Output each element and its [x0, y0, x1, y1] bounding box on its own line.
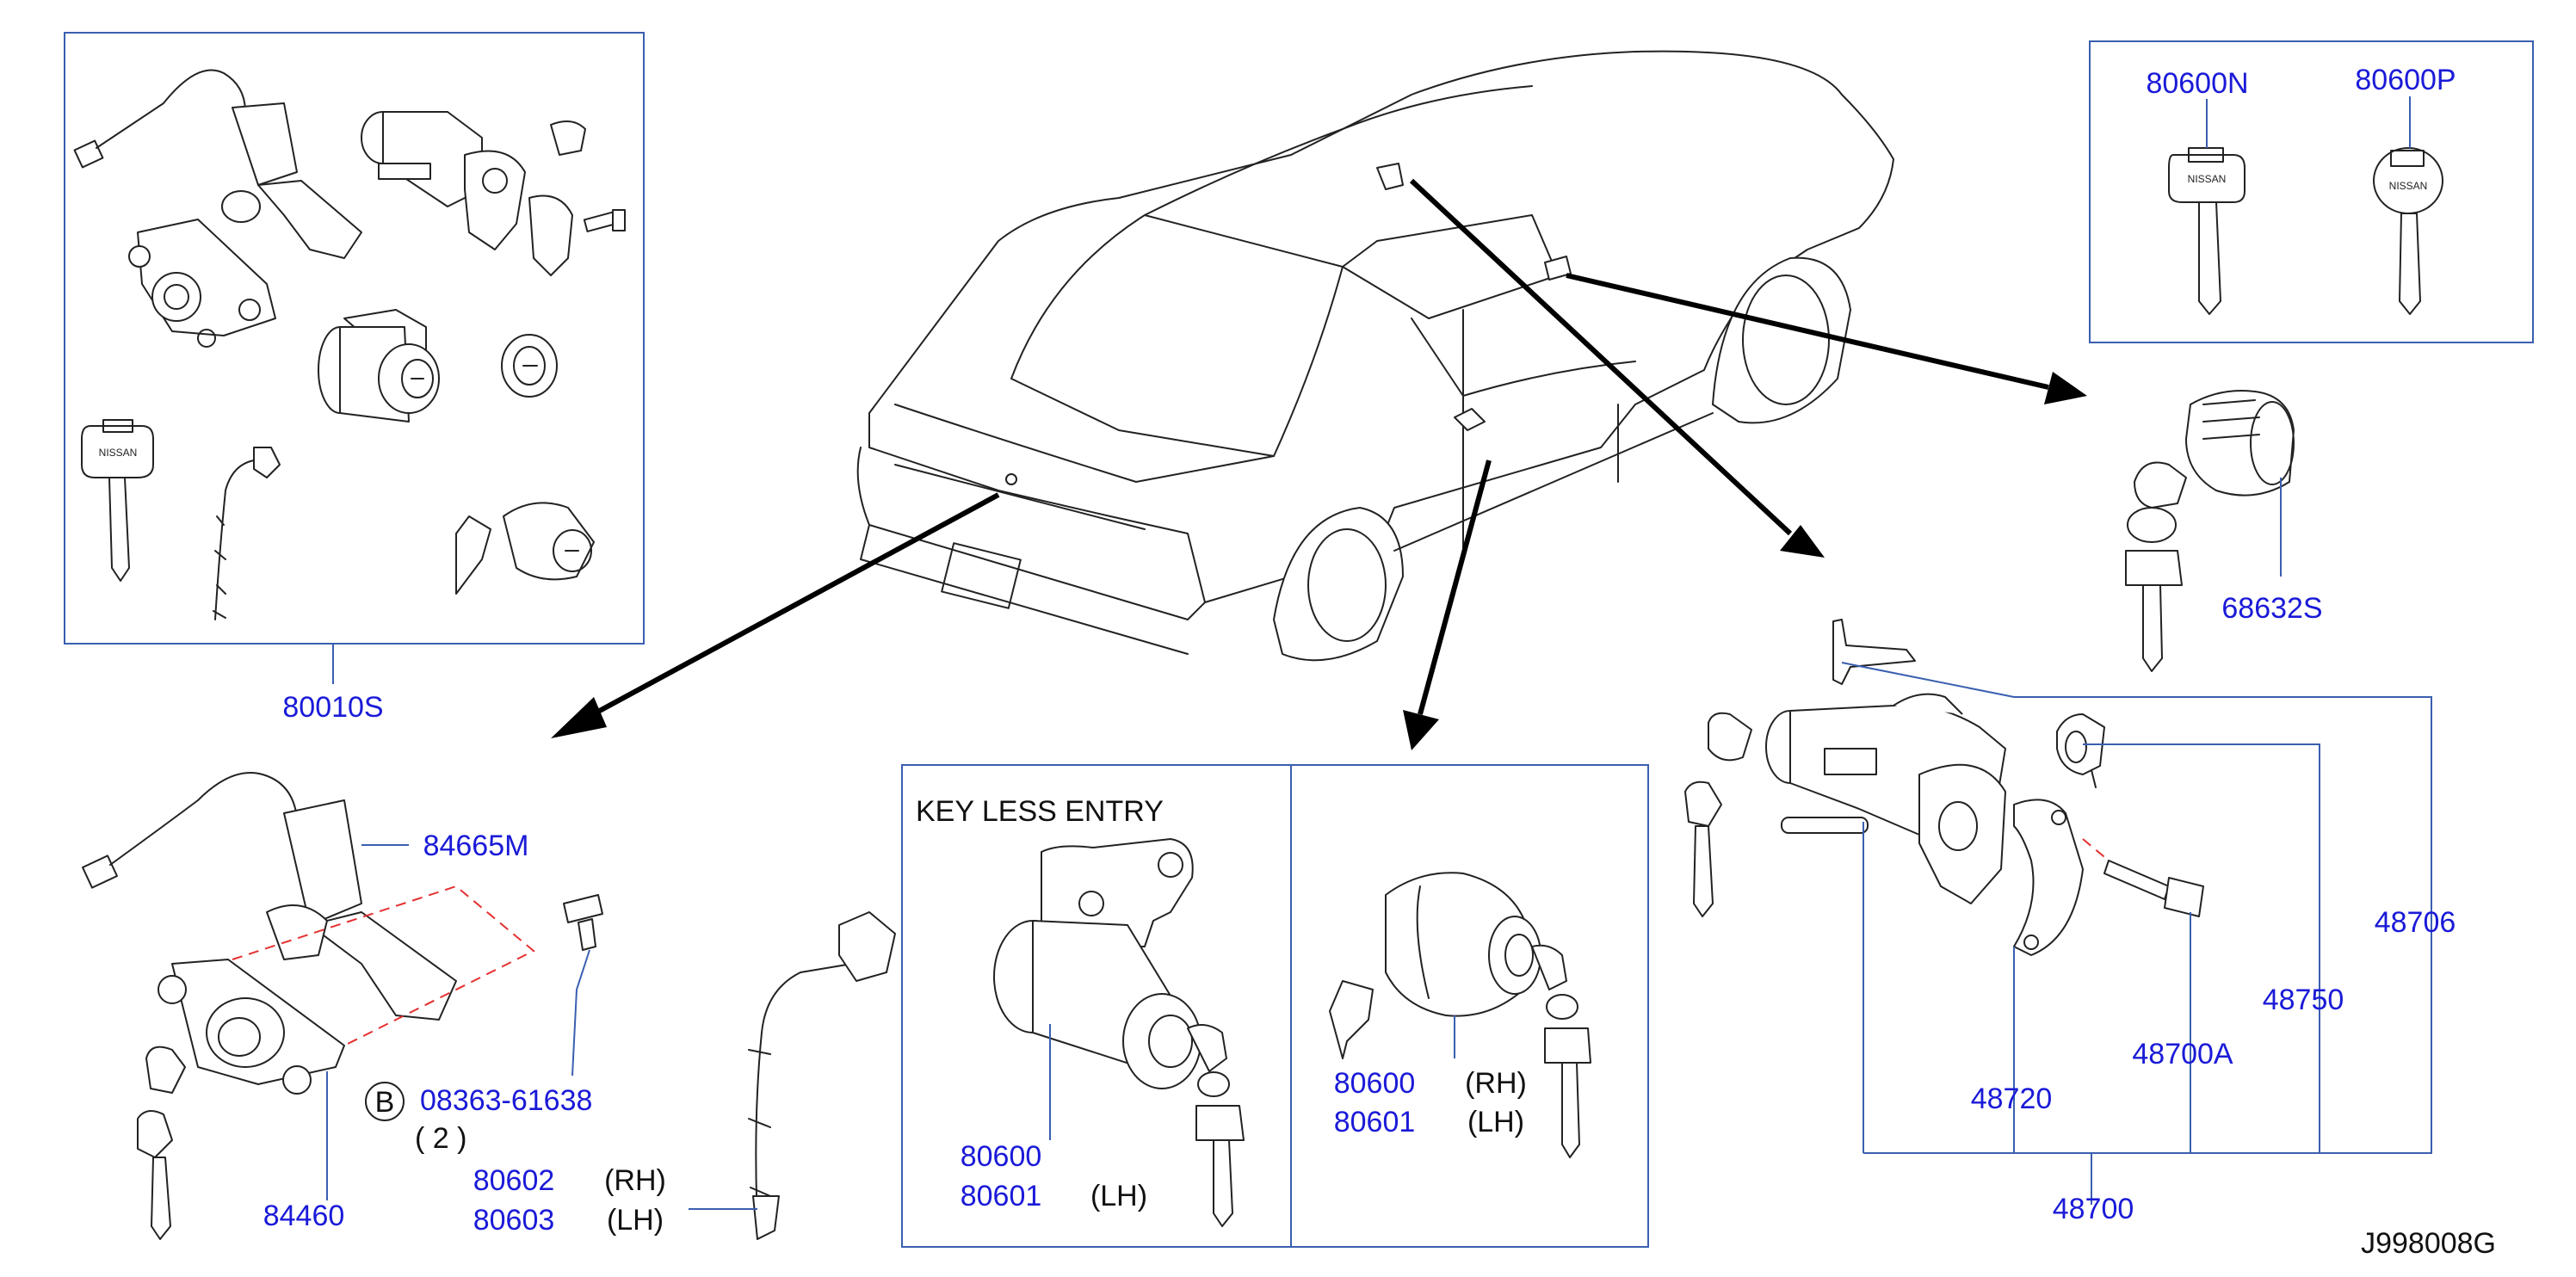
- key-80600N: NISSAN: [2168, 147, 2246, 315]
- callout-48706: 48706: [2375, 906, 2456, 939]
- lock-kit-box: NISSAN: [64, 32, 645, 645]
- bolt-08363: [563, 894, 603, 951]
- diagram-code: J998008G: [2361, 1227, 2496, 1260]
- callout-84460: 84460: [263, 1200, 345, 1232]
- callout-84665M: 84665M: [423, 830, 529, 862]
- kit-ignition-assembly: [361, 111, 626, 276]
- keyless-door-lock-left: [993, 838, 1245, 1227]
- keyless-entry-box: KEY LESS ENTRY 80600 80601 (LH): [901, 764, 1649, 1248]
- bolt-marker-label: B: [375, 1086, 395, 1119]
- callout-keyless-r-80601-side: (LH): [1467, 1106, 1524, 1138]
- bolt-quantity: ( 2 ): [415, 1122, 466, 1155]
- door-wire-harness: [748, 911, 896, 1240]
- kit-door-lock-cylinder: [318, 309, 440, 423]
- callout-68632S: 68632S: [2221, 592, 2322, 625]
- callout-keyless-r-80600: 80600: [1334, 1067, 1416, 1100]
- callout-80010S: 80010S: [282, 691, 383, 724]
- callout-48750: 48750: [2263, 984, 2344, 1016]
- keys-box: NISSAN 80600N NISSAN 80600P: [2089, 40, 2534, 343]
- callout-keyless-80601-side: (LH): [1090, 1180, 1147, 1212]
- trunk-lock-assembly: [82, 772, 535, 1240]
- kit-key-logo: NISSAN: [99, 447, 138, 459]
- car-body: [856, 50, 1894, 662]
- kit-nissan-key: NISSAN: [81, 419, 154, 582]
- callout-keyless-r-80601: 80601: [1334, 1106, 1416, 1138]
- callout-80603: 80603: [473, 1204, 555, 1237]
- callout-48700: 48700: [2053, 1193, 2134, 1225]
- callout-80603-side: (LH): [607, 1204, 664, 1237]
- kit-glovebox-lock: [455, 502, 595, 595]
- callout-08363-61638: 08363-61638: [420, 1084, 592, 1117]
- car-trunk-lock-point: [1005, 473, 1017, 485]
- car-ignition-point: [1376, 163, 1404, 190]
- callout-80602-side: (RH): [604, 1164, 666, 1197]
- callout-80602: 80602: [473, 1164, 555, 1197]
- keyless-door-lock-right: [1329, 872, 1591, 1158]
- callout-keyless-r-80600-side: (RH): [1465, 1067, 1527, 1100]
- kit-trunk-lock: [128, 219, 276, 348]
- ignition-assembly: [1684, 619, 2204, 956]
- keyless-entry-title: KEY LESS ENTRY: [916, 795, 1164, 828]
- key-80600N-logo: NISSAN: [2188, 173, 2227, 185]
- callout-48700A: 48700A: [2132, 1038, 2233, 1070]
- callout-keyless-80601: 80601: [961, 1180, 1042, 1212]
- bolt-marker-circle: [365, 1082, 405, 1121]
- key-80600P-logo: NISSAN: [2389, 180, 2428, 192]
- callout-48720: 48720: [1971, 1083, 2053, 1115]
- arrows: [551, 178, 2087, 750]
- callout-80600P: 80600P: [2355, 64, 2456, 96]
- callout-keyless-80600: 80600: [961, 1140, 1042, 1173]
- car-glovebox-point: [1544, 256, 1572, 281]
- callout-80600N: 80600N: [2146, 67, 2248, 100]
- car-door-lock-point: [1454, 408, 1486, 431]
- key-80600P: NISSAN: [2373, 147, 2443, 315]
- glovebox-lock-cylinder-68632S: [2125, 390, 2295, 672]
- kit-wire-harness: [213, 447, 281, 620]
- kit-small-cylinder: [501, 334, 558, 398]
- ignition-leaders: [1841, 662, 2432, 1205]
- kit-door-switch-harness: [73, 69, 362, 259]
